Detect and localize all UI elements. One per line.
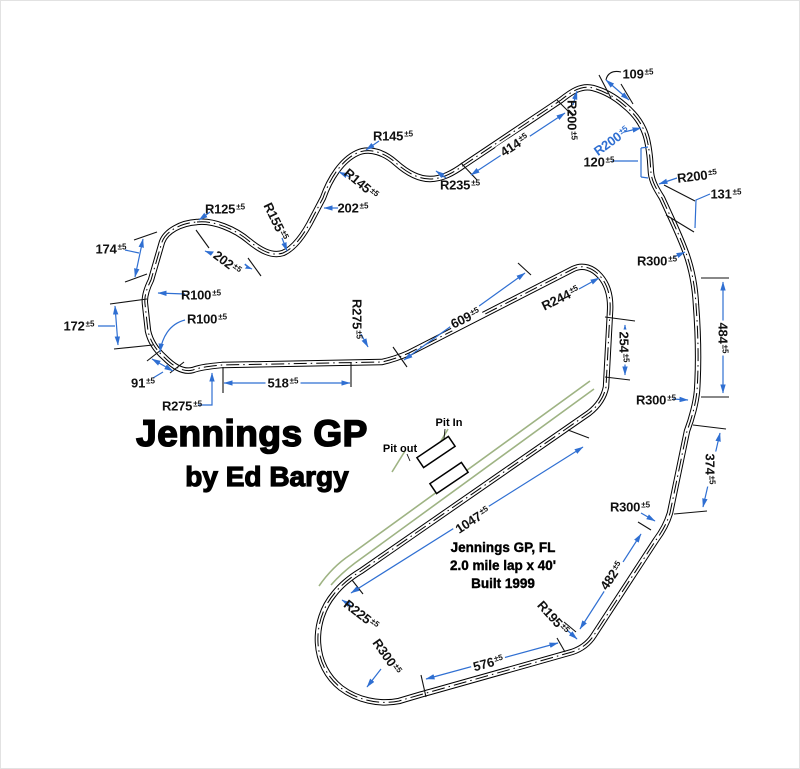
- track-info-location: Jennings GP, FL: [450, 540, 556, 555]
- dim-label-r125: R125±5: [204, 201, 246, 217]
- radius-leaders: [157, 90, 689, 688]
- dim-label-r275-a: R275±5: [161, 398, 203, 414]
- dim-label-120: 120±5: [583, 154, 615, 170]
- dim-label-172: 172±5: [63, 318, 95, 334]
- dim-label-202-a: 202±5: [337, 200, 369, 216]
- pit-in-label: Pit In: [435, 417, 463, 429]
- dim-label-r300-a: R300±5: [636, 253, 678, 269]
- dim-label-r145-a: R145±5: [372, 128, 414, 144]
- dim-label-109: 109±5: [622, 66, 654, 82]
- dimension-lines: [112, 79, 726, 680]
- dim-label-484: 484±5: [715, 320, 732, 356]
- dim-label-r200-top: R200±5: [564, 99, 580, 141]
- pit-buildings: [415, 435, 470, 495]
- dim-label-131: 131±5: [710, 186, 742, 202]
- dim-label-r100-a: R100±5: [180, 287, 222, 303]
- dimension-ticks: [109, 70, 729, 698]
- track-info: Jennings GP, FL 2.0 mile lap x 40' Built…: [450, 539, 556, 593]
- dim-label-374: 374±5: [702, 451, 719, 487]
- dim-label-254: 254±5: [616, 329, 633, 365]
- dim-label-91: 91±5: [131, 375, 155, 391]
- dim-label-r235: R235±5: [439, 177, 481, 193]
- dim-label-r100-b: R100±5: [186, 311, 228, 327]
- track-centerline: [144, 86, 699, 703]
- dim-label-r275-b: R275±5: [349, 298, 365, 340]
- dim-label-518: 518±5: [265, 374, 301, 391]
- dim-label-r300-b: R300±5: [635, 392, 677, 408]
- pit-out-label: Pit out: [382, 443, 418, 455]
- dim-label-r300-c: R300±5: [609, 499, 651, 515]
- track-info-lap: 2.0 mile lap x 40': [449, 558, 557, 573]
- track-outline: [141, 84, 702, 706]
- map-subtitle: by Ed Bargy: [185, 460, 350, 492]
- map-title: Jennings GP: [135, 412, 368, 455]
- dimension-connectors: [98, 146, 711, 379]
- track-info-built: Built 1999: [471, 576, 535, 591]
- dim-label-174: 174±5: [95, 241, 127, 257]
